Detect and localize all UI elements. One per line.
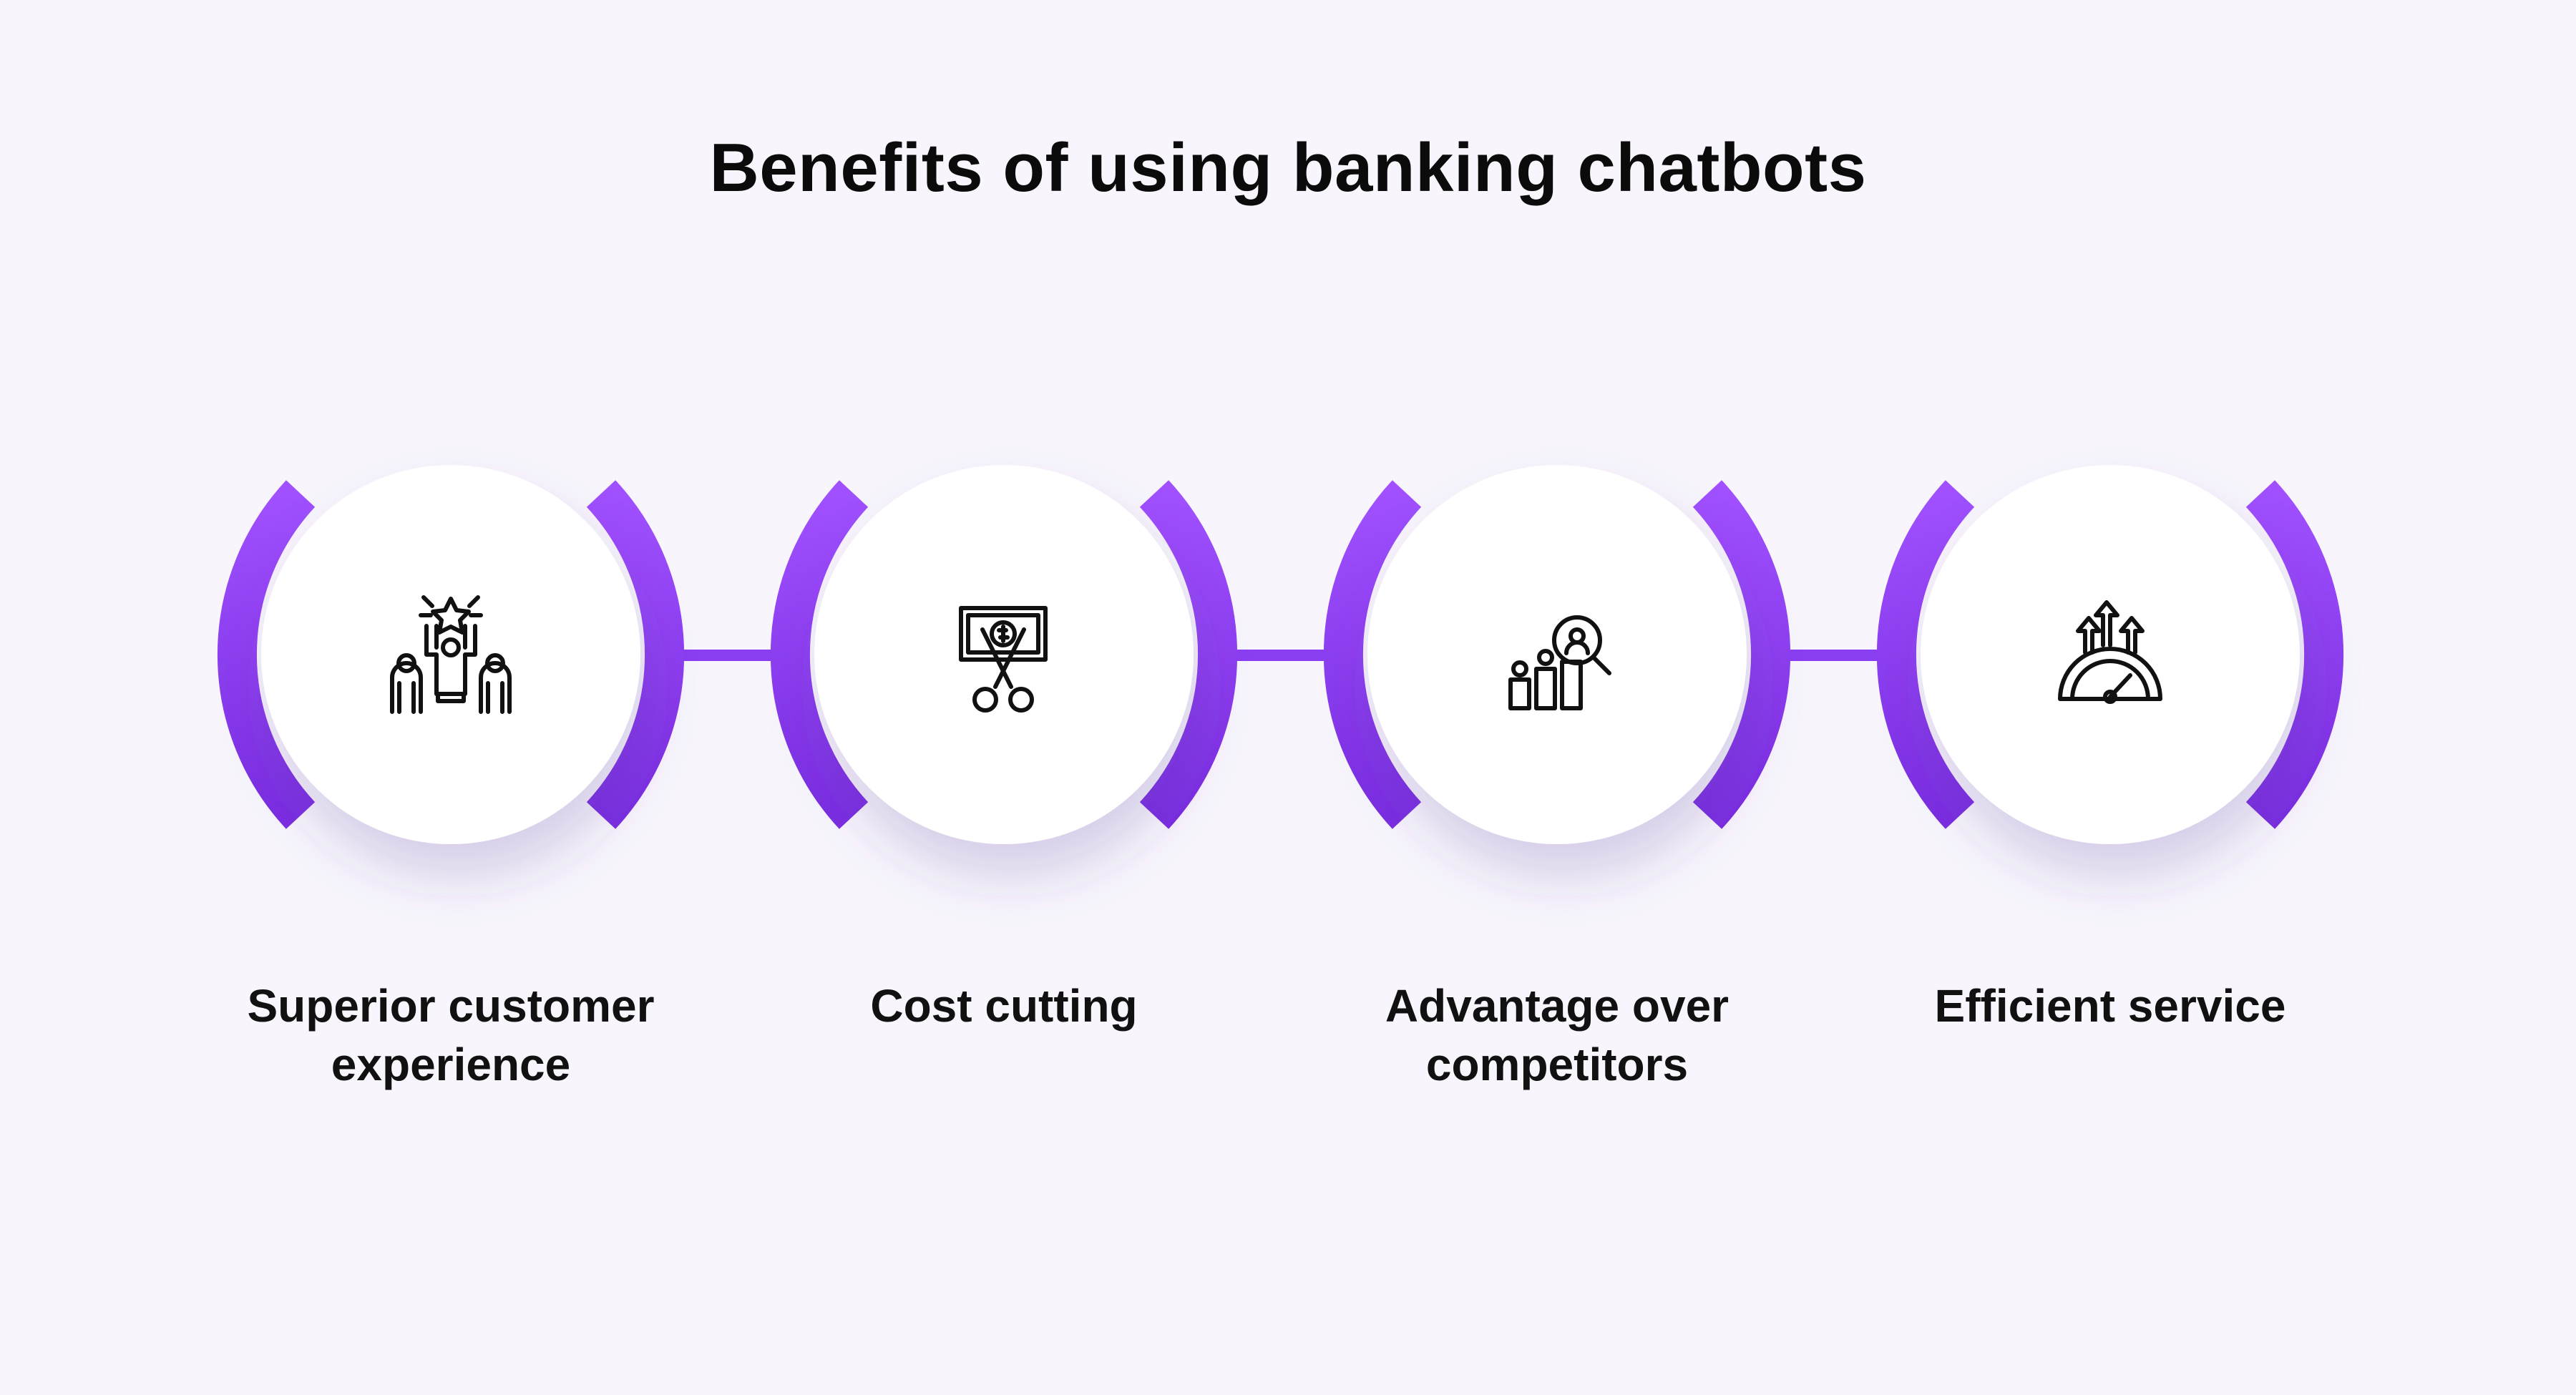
connector-lines <box>673 650 1886 661</box>
bar-chart-magnifier-icon <box>1508 615 1611 710</box>
money-scissors-icon <box>959 606 1048 713</box>
left-arc <box>217 480 316 829</box>
left-arc <box>1323 480 1422 829</box>
connector-line <box>673 650 780 661</box>
speedometer-arrows-icon <box>2058 600 2162 704</box>
right-arc <box>2245 480 2344 829</box>
connector-line <box>1779 650 1886 661</box>
people-leader-star-icon <box>390 595 512 714</box>
step-3-node <box>1323 465 1791 844</box>
step-1-node <box>217 465 685 844</box>
connector-line <box>1226 650 1333 661</box>
right-arc <box>1139 480 1238 829</box>
step-4-node <box>1876 465 2344 844</box>
step-1-label: Superior customer experience <box>165 976 737 1094</box>
step-circle <box>1921 465 2300 844</box>
step-2-label-line1: Cost cutting <box>870 980 1138 1032</box>
right-arc <box>586 480 685 829</box>
step-1-label-line1: Superior customer <box>247 980 655 1032</box>
right-arc <box>1692 480 1791 829</box>
step-4-label-line1: Efficient service <box>1934 980 2286 1032</box>
page-title: Benefits of using banking chatbots <box>709 129 1867 206</box>
left-arc <box>1876 480 1975 829</box>
left-arc <box>770 480 869 829</box>
step-3-label-line2: competitors <box>1425 1039 1689 1090</box>
step-2-label: Cost cutting <box>718 976 1290 1035</box>
step-3-label: Advantage over competitors <box>1271 976 1843 1094</box>
step-4-label: Efficient service <box>1824 976 2396 1035</box>
step-3-label-line1: Advantage over <box>1385 980 1729 1032</box>
step-2-node <box>770 465 1238 844</box>
step-1-label-line2: experience <box>331 1039 571 1090</box>
